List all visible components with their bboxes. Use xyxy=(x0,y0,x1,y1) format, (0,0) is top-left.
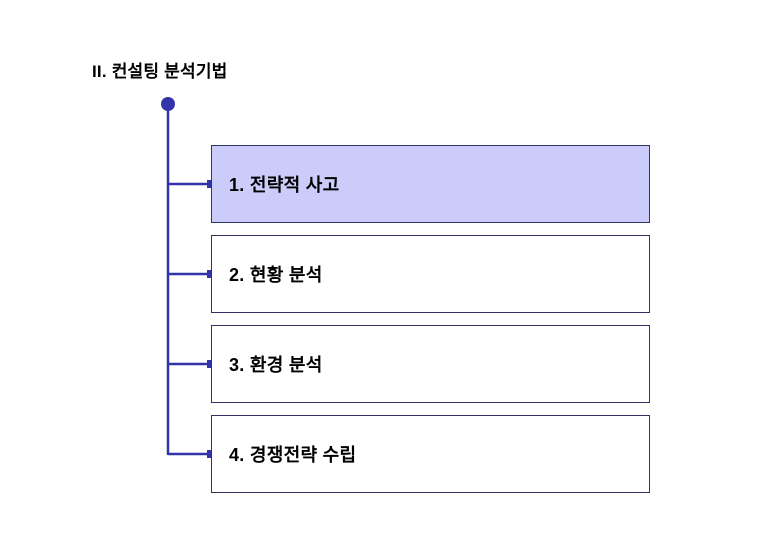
item-box-4[interactable]: 4. 경쟁전략 수립 xyxy=(211,415,650,493)
item-label-4: 4. 경쟁전략 수립 xyxy=(229,445,357,465)
item-box-3[interactable]: 3. 환경 분석 xyxy=(211,325,650,403)
item-label-1: 1. 전략적 사고 xyxy=(229,175,340,195)
item-box-1[interactable]: 1. 전략적 사고 xyxy=(211,145,650,223)
item-label-3: 3. 환경 분석 xyxy=(229,355,323,375)
item-label-2: 2. 현황 분석 xyxy=(229,265,323,285)
root-node-icon xyxy=(161,97,175,111)
item-box-2[interactable]: 2. 현황 분석 xyxy=(211,235,650,313)
page-title: II. 컨설팅 분석기법 xyxy=(92,62,228,81)
